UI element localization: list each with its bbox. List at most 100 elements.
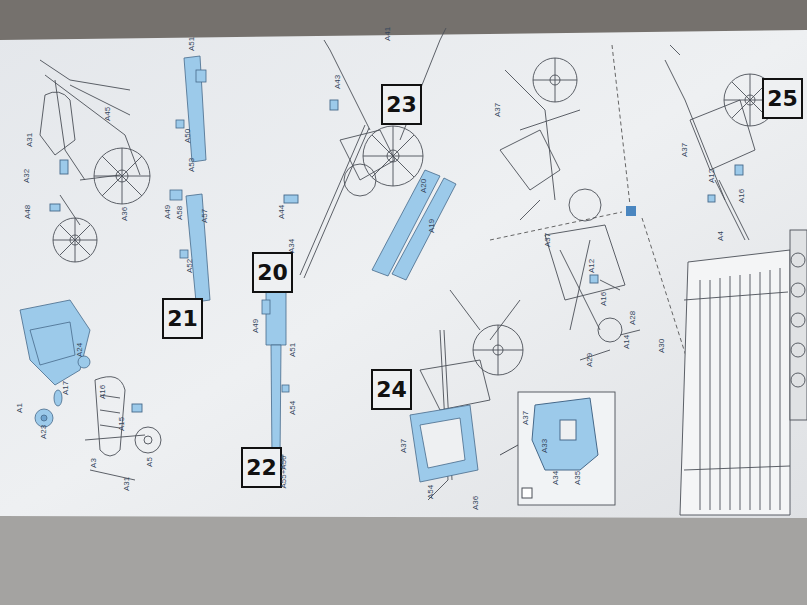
step-right-top-gun [505,70,580,220]
step19-blue-parts [30,322,75,365]
step22-barrel [262,290,289,469]
step23-shields [392,178,456,280]
part-number: A12 [588,259,596,273]
step25-hull [791,283,805,297]
part-number: A16 [600,292,608,306]
part-number: A37 [522,411,530,425]
part-number: A52 [186,259,194,273]
step-number: 20 [257,262,288,284]
part-number: A37 [681,143,689,157]
step23-carriage [344,164,376,196]
step20-carriage [53,218,97,262]
step20-carriage [94,148,150,204]
part-number: A41 [384,27,392,41]
step19-blue-parts [20,300,90,385]
part-number: A58 [176,206,184,220]
step24-inset [518,392,615,505]
step-right-top-gun [533,58,577,102]
step21-blue-bars [176,120,184,128]
step20-carriage [60,175,120,225]
step24-inset [522,488,532,498]
step-right-top-gun [500,130,560,190]
part-number: A23 [40,425,48,439]
step-number-box: 23 [381,84,422,125]
part-number: A24 [76,343,84,357]
step-number: 22 [246,457,277,479]
part-number: A35 [574,471,582,485]
part-number: A34 [552,471,560,485]
part-number: A44 [278,205,286,219]
part-number: A36 [472,496,480,510]
step-number-box: 22 [241,447,282,488]
part-number: A5 [146,457,154,467]
part-number: A37 [544,233,552,247]
part-number: A15 [118,417,126,431]
step22-barrel [282,385,289,392]
rotate-icon [626,206,636,216]
part-number: A4 [717,231,725,241]
dashed-separators [612,45,630,205]
part-number: A45 [104,107,112,121]
step25-hull [680,250,790,515]
step25-gun [708,195,715,202]
part-number: A55+A56 [280,455,288,488]
step21-blue-bars [170,56,210,302]
step24-inset [560,420,576,440]
step20-carriage [53,218,97,262]
step22-barrel [266,290,286,345]
step19-frame [135,427,161,453]
step19-frame [85,377,161,480]
part-number: A37 [400,439,408,453]
step23-carriage [330,100,338,110]
part-number: A32 [23,169,31,183]
step24-inset [500,392,615,505]
step24-shield [410,405,478,482]
part-number: A33 [541,439,549,453]
step24-inset [500,445,518,455]
part-number: A43 [334,75,342,89]
part-number: A3 [90,458,98,468]
step-right-top-gun [533,58,577,102]
step-right-mid-gun [545,189,640,360]
part-number: A37 [494,103,502,117]
part-number: A30 [658,339,666,353]
part-number: A54 [427,485,435,499]
step24-shield [420,418,465,468]
step25-hull [791,253,805,267]
part-number: A50 [184,129,192,143]
part-number: A1 [16,403,24,413]
photo-ground [0,30,807,518]
step25-hull [791,373,805,387]
step19-blue-parts [54,390,62,406]
step25-gun [735,165,743,175]
step19-frame [95,377,125,456]
step25-gun [665,45,725,200]
step19-frame [144,436,152,444]
step-right-mid-gun [600,280,620,290]
step21-blue-bars [184,56,206,162]
step24-carriage [473,325,523,375]
step25-gun [665,45,776,240]
step-number: 25 [767,88,798,110]
dashed-separators [490,212,622,240]
step24-inset [532,398,598,470]
step-right-mid-gun [569,189,601,221]
part-number: A31 [26,133,34,147]
step25-hull [684,292,790,470]
part-number: A57 [201,209,209,223]
part-number: A36 [121,207,129,221]
part-number: A53 [188,158,196,172]
step25-hull [700,268,780,510]
part-number: A54 [289,401,297,415]
step25-hull [791,343,805,357]
part-number: A49 [252,319,260,333]
step21-blue-bars [170,190,182,200]
step-right-top-gun [500,58,580,220]
part-number: A16 [738,189,746,203]
step19-blue-parts [35,409,53,427]
part-number: A12 [708,169,716,183]
part-number: A49 [164,205,172,219]
step-number-box: 24 [371,369,412,410]
step-number-box: 21 [162,298,203,339]
